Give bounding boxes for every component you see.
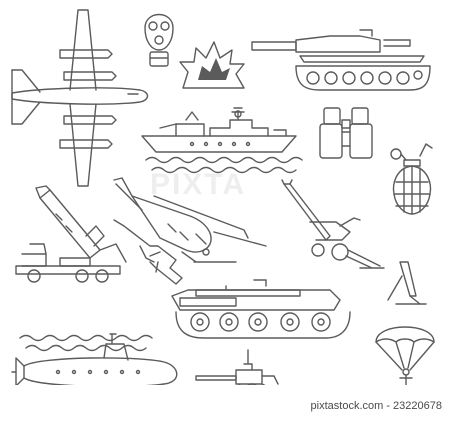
submarine-icon (11, 333, 178, 385)
paratrooper-icon (375, 326, 435, 385)
airplane-icon (11, 9, 149, 187)
armored-vehicle-icon (171, 279, 351, 339)
explosion-icon (179, 41, 245, 89)
footer-bar: pixtastock.com - 23220678 (0, 385, 450, 422)
military-icon-set (11, 9, 435, 385)
rifle-icon (113, 219, 183, 285)
warship-icon (141, 107, 303, 174)
watermark-text: PIXTA (150, 168, 247, 201)
missile-launcher-truck-icon (15, 185, 127, 283)
binoculars-icon (319, 107, 373, 159)
tank-icon (251, 29, 431, 91)
mortar-icon (387, 261, 427, 305)
gas-mask-icon (144, 13, 174, 67)
grenade-icon (390, 143, 433, 215)
artillery-gun-icon (281, 179, 385, 269)
helicopter-icon (113, 177, 267, 263)
machine-gun-icon (195, 349, 279, 385)
stock-id-label: pixtastock.com - 23220678 (310, 400, 442, 412)
